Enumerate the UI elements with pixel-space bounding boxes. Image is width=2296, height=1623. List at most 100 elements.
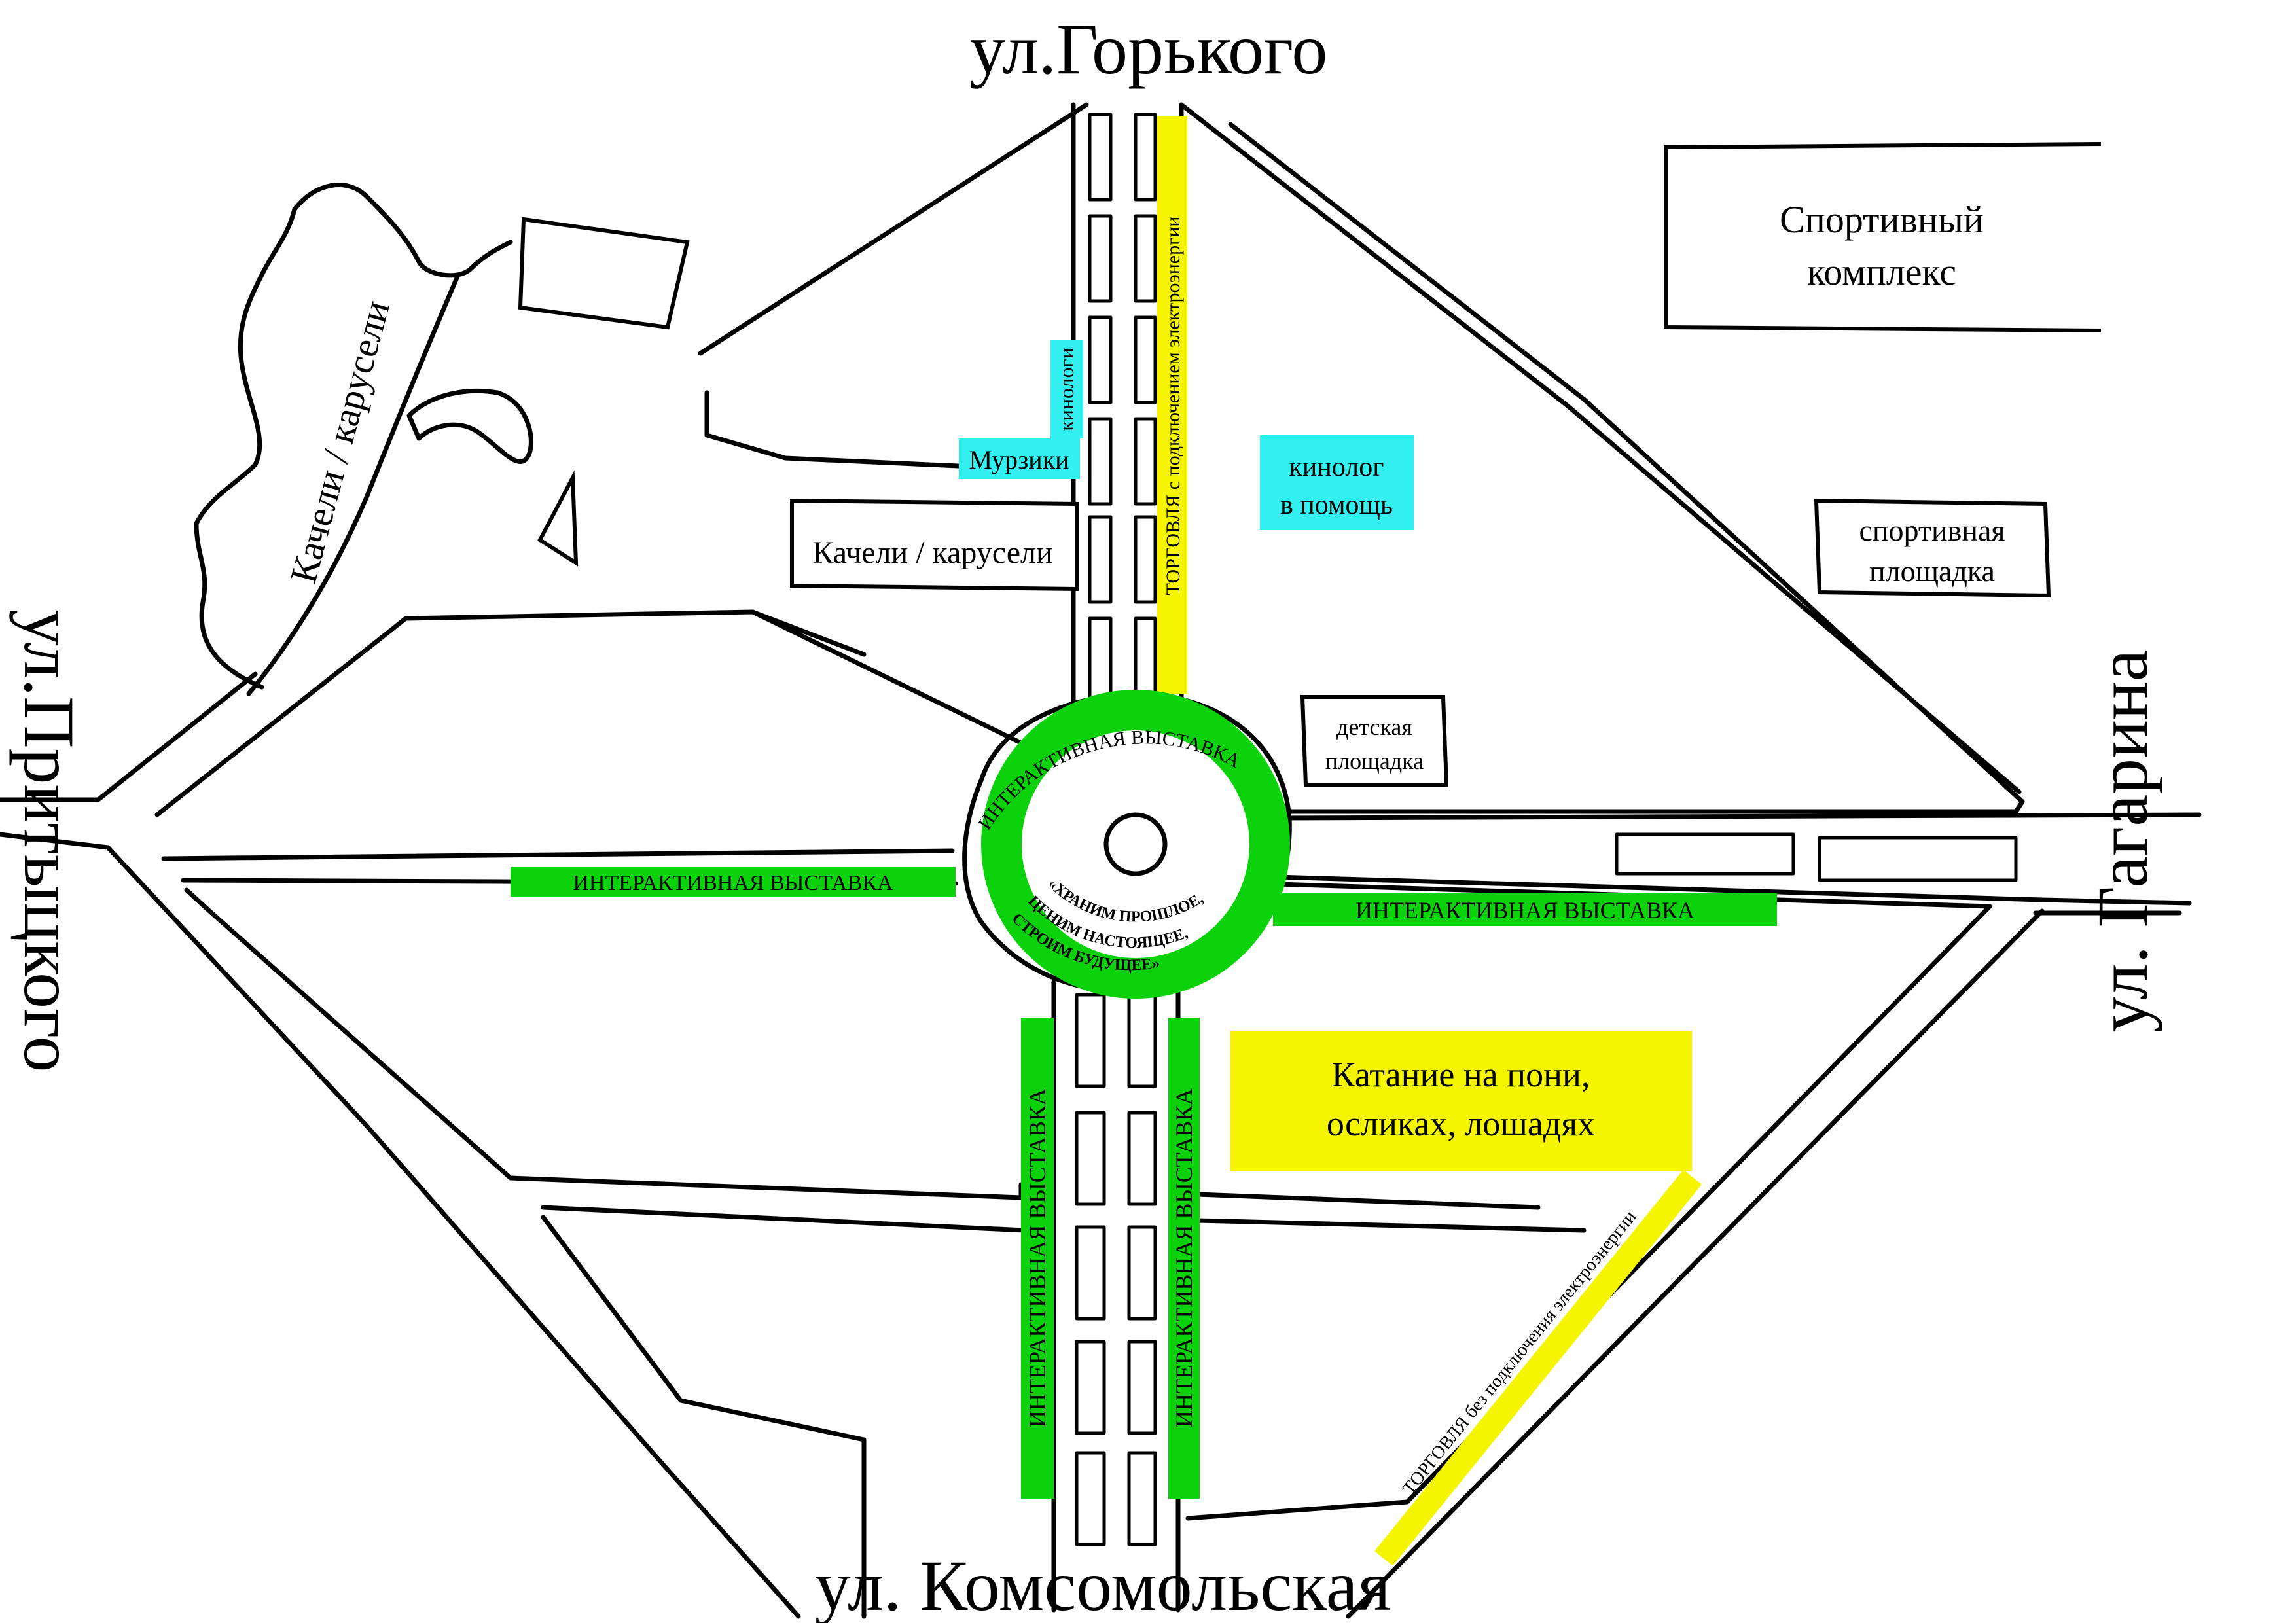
sport-ground-box — [1814, 498, 2051, 598]
street-east: ул. Гагарина — [2083, 649, 2162, 1032]
exhibition-east-bg — [1273, 893, 1777, 926]
trade-power: ТОРГОВЛЯ с подключением электроэнергии — [1157, 116, 1187, 694]
murziki-bg — [959, 438, 1080, 479]
bed — [1088, 417, 1113, 506]
west-road-south-edge — [161, 848, 955, 861]
swings-area-outline — [194, 183, 513, 690]
sport-complex: Спортивный комплекс — [1664, 142, 2102, 332]
swings-rotated-label: Качели / карусели — [281, 296, 398, 588]
exhibition-south-west-label: ИНТЕРАКТИВНАЯ ВЫСТАВКА — [1024, 1088, 1050, 1427]
bed — [1127, 1340, 1157, 1435]
kinology-label: кинологи — [1054, 348, 1078, 431]
kinolog-help-label-1: кинолог — [1289, 452, 1384, 482]
se-lower-path-2 — [1195, 1218, 1587, 1233]
swings-area-inner — [246, 272, 461, 696]
west-entrance-top — [0, 671, 258, 802]
bed — [1818, 836, 2018, 882]
kinolog-help-bg — [1260, 435, 1414, 530]
kids-ground-box — [1300, 695, 1449, 787]
bed — [1075, 1340, 1106, 1435]
bed — [1088, 616, 1113, 702]
swings-box-group: Качели / карусели — [790, 498, 1079, 592]
bed — [1127, 1451, 1157, 1546]
bed — [1075, 1111, 1106, 1206]
west-road-north-edge — [154, 609, 1030, 817]
bed — [1134, 515, 1157, 604]
pony-bg — [1230, 1031, 1692, 1171]
road-network — [0, 102, 2202, 1619]
bed — [1134, 417, 1157, 506]
bed — [1134, 315, 1157, 404]
nw-diagonal-path — [698, 102, 1089, 356]
bed — [1127, 993, 1157, 1088]
bed — [1127, 1111, 1157, 1206]
bed — [1075, 1451, 1106, 1546]
outer-path-se — [1346, 908, 2045, 1619]
bed — [1088, 315, 1113, 404]
sw-inner-path — [184, 887, 1024, 1200]
exhibition-west-label: ИНТЕРАКТИВНАЯ ВЫСТАВКА — [573, 871, 893, 895]
bed — [1075, 993, 1106, 1088]
curved-plot — [406, 388, 533, 464]
bed — [1615, 832, 1795, 876]
pony-label-1: Катание на пони, — [1332, 1055, 1590, 1094]
east-road-south-edge — [1274, 874, 2192, 906]
west-road-inner — [750, 609, 867, 657]
bed — [1127, 1225, 1157, 1321]
sw-lower-path — [541, 1205, 1027, 1233]
trade-power-bg — [1157, 116, 1187, 694]
pony-riding: Катание на пони, осликах, лошадях — [1230, 1031, 1692, 1171]
plot-north — [518, 217, 690, 330]
exhibition-south-west-bg — [1021, 1018, 1054, 1499]
kinology-bg — [1050, 340, 1083, 438]
cyan-labels: Мурзики кинологи кинолог в помощь — [959, 340, 1414, 530]
exhibitions: ИНТЕРАКТИВНАЯ ВЫСТАВКА ИНТЕРАКТИВНАЯ ВЫС… — [511, 867, 1777, 1499]
sport-complex-box — [1664, 142, 2102, 332]
kids-ground-label-2: площадка — [1325, 748, 1424, 774]
plot-triangle — [537, 470, 579, 567]
flower-beds — [1075, 113, 2018, 1546]
se-lower-path — [1195, 1192, 1541, 1210]
street-west: ул.Притыцкого — [9, 610, 89, 1073]
sport-complex-label-2: комплекс — [1807, 251, 1956, 293]
street-names: ул.Горького ул. Комсомольская ул.Притыцк… — [9, 9, 2162, 1623]
exhibition-west-bg — [511, 867, 956, 897]
nw-inner-path — [704, 390, 1076, 474]
exhibition-south-east-bg — [1168, 1018, 1200, 1499]
trade-nopower-bg — [1374, 1169, 1702, 1566]
bed — [1134, 214, 1157, 303]
swings-box — [790, 498, 1079, 592]
street-south: ул. Комсомольская — [815, 1546, 1391, 1623]
sport-ground: спортивная площадка — [1814, 498, 2051, 598]
sport-ground-label-1: спортивная — [1859, 514, 2005, 547]
sw-bottom-path — [541, 1215, 867, 1619]
trade-power-label: ТОРГОВЛЯ с подключением электроэнергии — [1162, 217, 1184, 596]
pony-label-2: осликах, лошадях — [1327, 1104, 1595, 1143]
sport-ground-label-2: площадка — [1869, 554, 1995, 588]
bed — [1088, 515, 1113, 604]
west-entrance-bottom — [0, 832, 111, 850]
murziki-label: Мурзики — [969, 445, 1069, 474]
bed — [1088, 113, 1113, 202]
sport-complex-label-1: Спортивный — [1780, 198, 1984, 241]
kinolog-help-label-2: в помощь — [1280, 490, 1393, 520]
swings-box-label: Качели / карусели — [812, 535, 1052, 570]
outer-path-sw — [105, 845, 801, 1619]
kids-ground: детская площадка — [1300, 695, 1449, 787]
exhibition-south-east-label: ИНТЕРАКТИВНАЯ ВЫСТАВКА — [1171, 1088, 1197, 1427]
west-area — [194, 183, 690, 696]
center-monument — [1103, 812, 1168, 876]
bed — [1134, 113, 1157, 202]
east-road-north-edge — [1277, 812, 2202, 821]
ring-green — [981, 690, 1290, 999]
bed — [1088, 214, 1113, 303]
kids-ground-label-1: детская — [1336, 714, 1412, 740]
exhibition-east-label: ИНТЕРАКТИВНАЯ ВЫСТАВКА — [1355, 897, 1695, 923]
ne-inner-path — [1228, 122, 2025, 814]
bed — [1134, 616, 1157, 702]
trade-nopower: ТОРГОВЛЯ без подключения электроэнергии — [1374, 1169, 1702, 1566]
bed — [1075, 1225, 1106, 1321]
se-inner-path — [1185, 881, 1992, 1521]
street-north: ул.Горького — [970, 9, 1328, 89]
